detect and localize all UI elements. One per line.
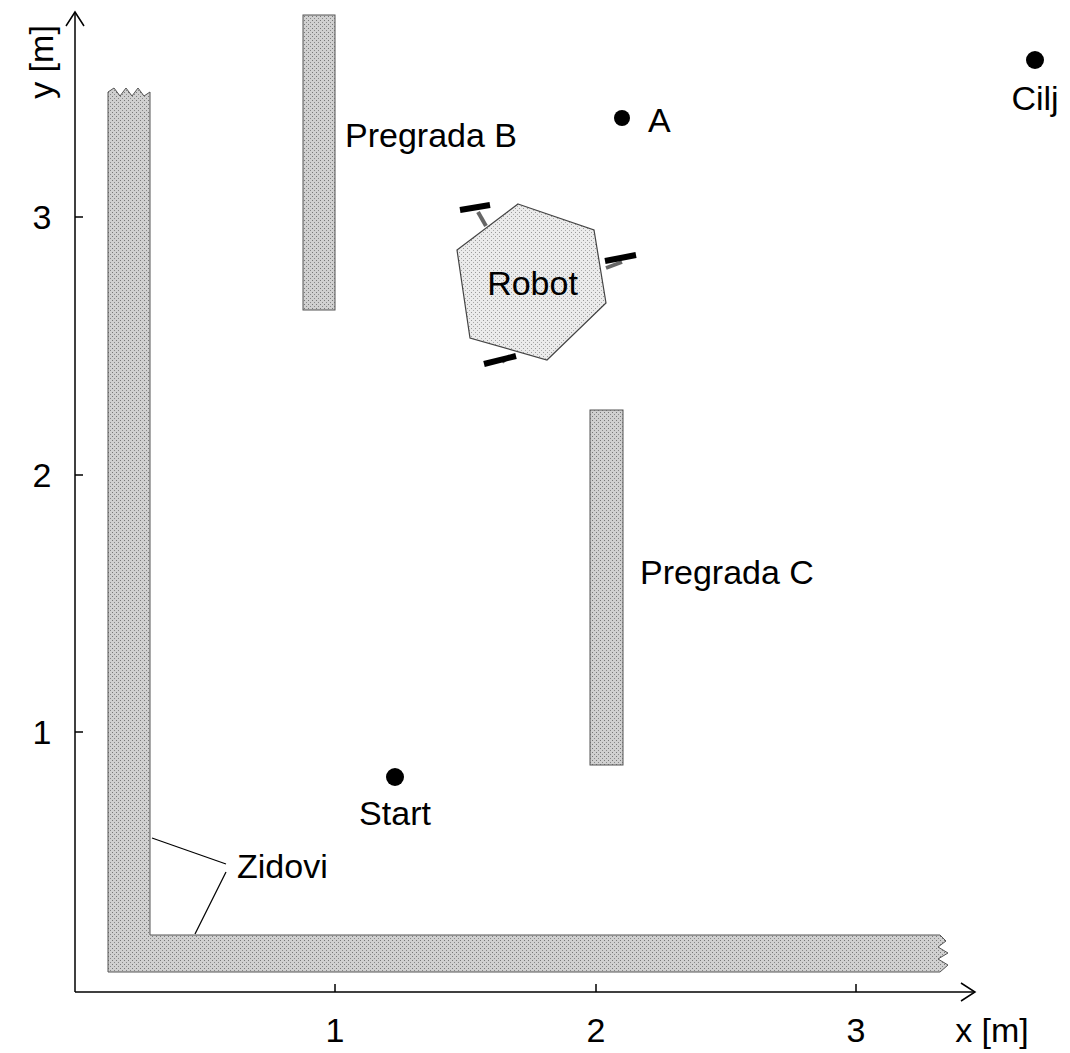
point-label: A [648, 103, 671, 137]
tick-label: 1 [326, 1013, 345, 1047]
robot-body: Robot [455, 200, 610, 365]
tick-label: 1 [33, 715, 52, 749]
walls [108, 88, 948, 972]
tick-label: 3 [33, 200, 52, 234]
partition-label: Pregrada B [345, 118, 517, 152]
robot-label: Robot [487, 266, 578, 300]
partition-label: Pregrada C [640, 555, 814, 589]
tick-label: 2 [587, 1013, 606, 1047]
tick-label: 2 [33, 458, 52, 492]
axes [66, 12, 975, 1001]
goal-point [1026, 51, 1044, 69]
point-label: Start [359, 796, 431, 830]
wall-label: Zidovi [237, 849, 328, 883]
start-point [386, 768, 404, 786]
partition-c [590, 410, 623, 765]
point-label: Cilj [1011, 81, 1058, 115]
axis-label: y [m] [24, 25, 58, 99]
leader-lines [152, 838, 226, 934]
point-a [614, 110, 630, 126]
partition-b [303, 15, 335, 310]
tick-label: 3 [847, 1013, 866, 1047]
axis-label: x [m] [955, 1013, 1029, 1047]
